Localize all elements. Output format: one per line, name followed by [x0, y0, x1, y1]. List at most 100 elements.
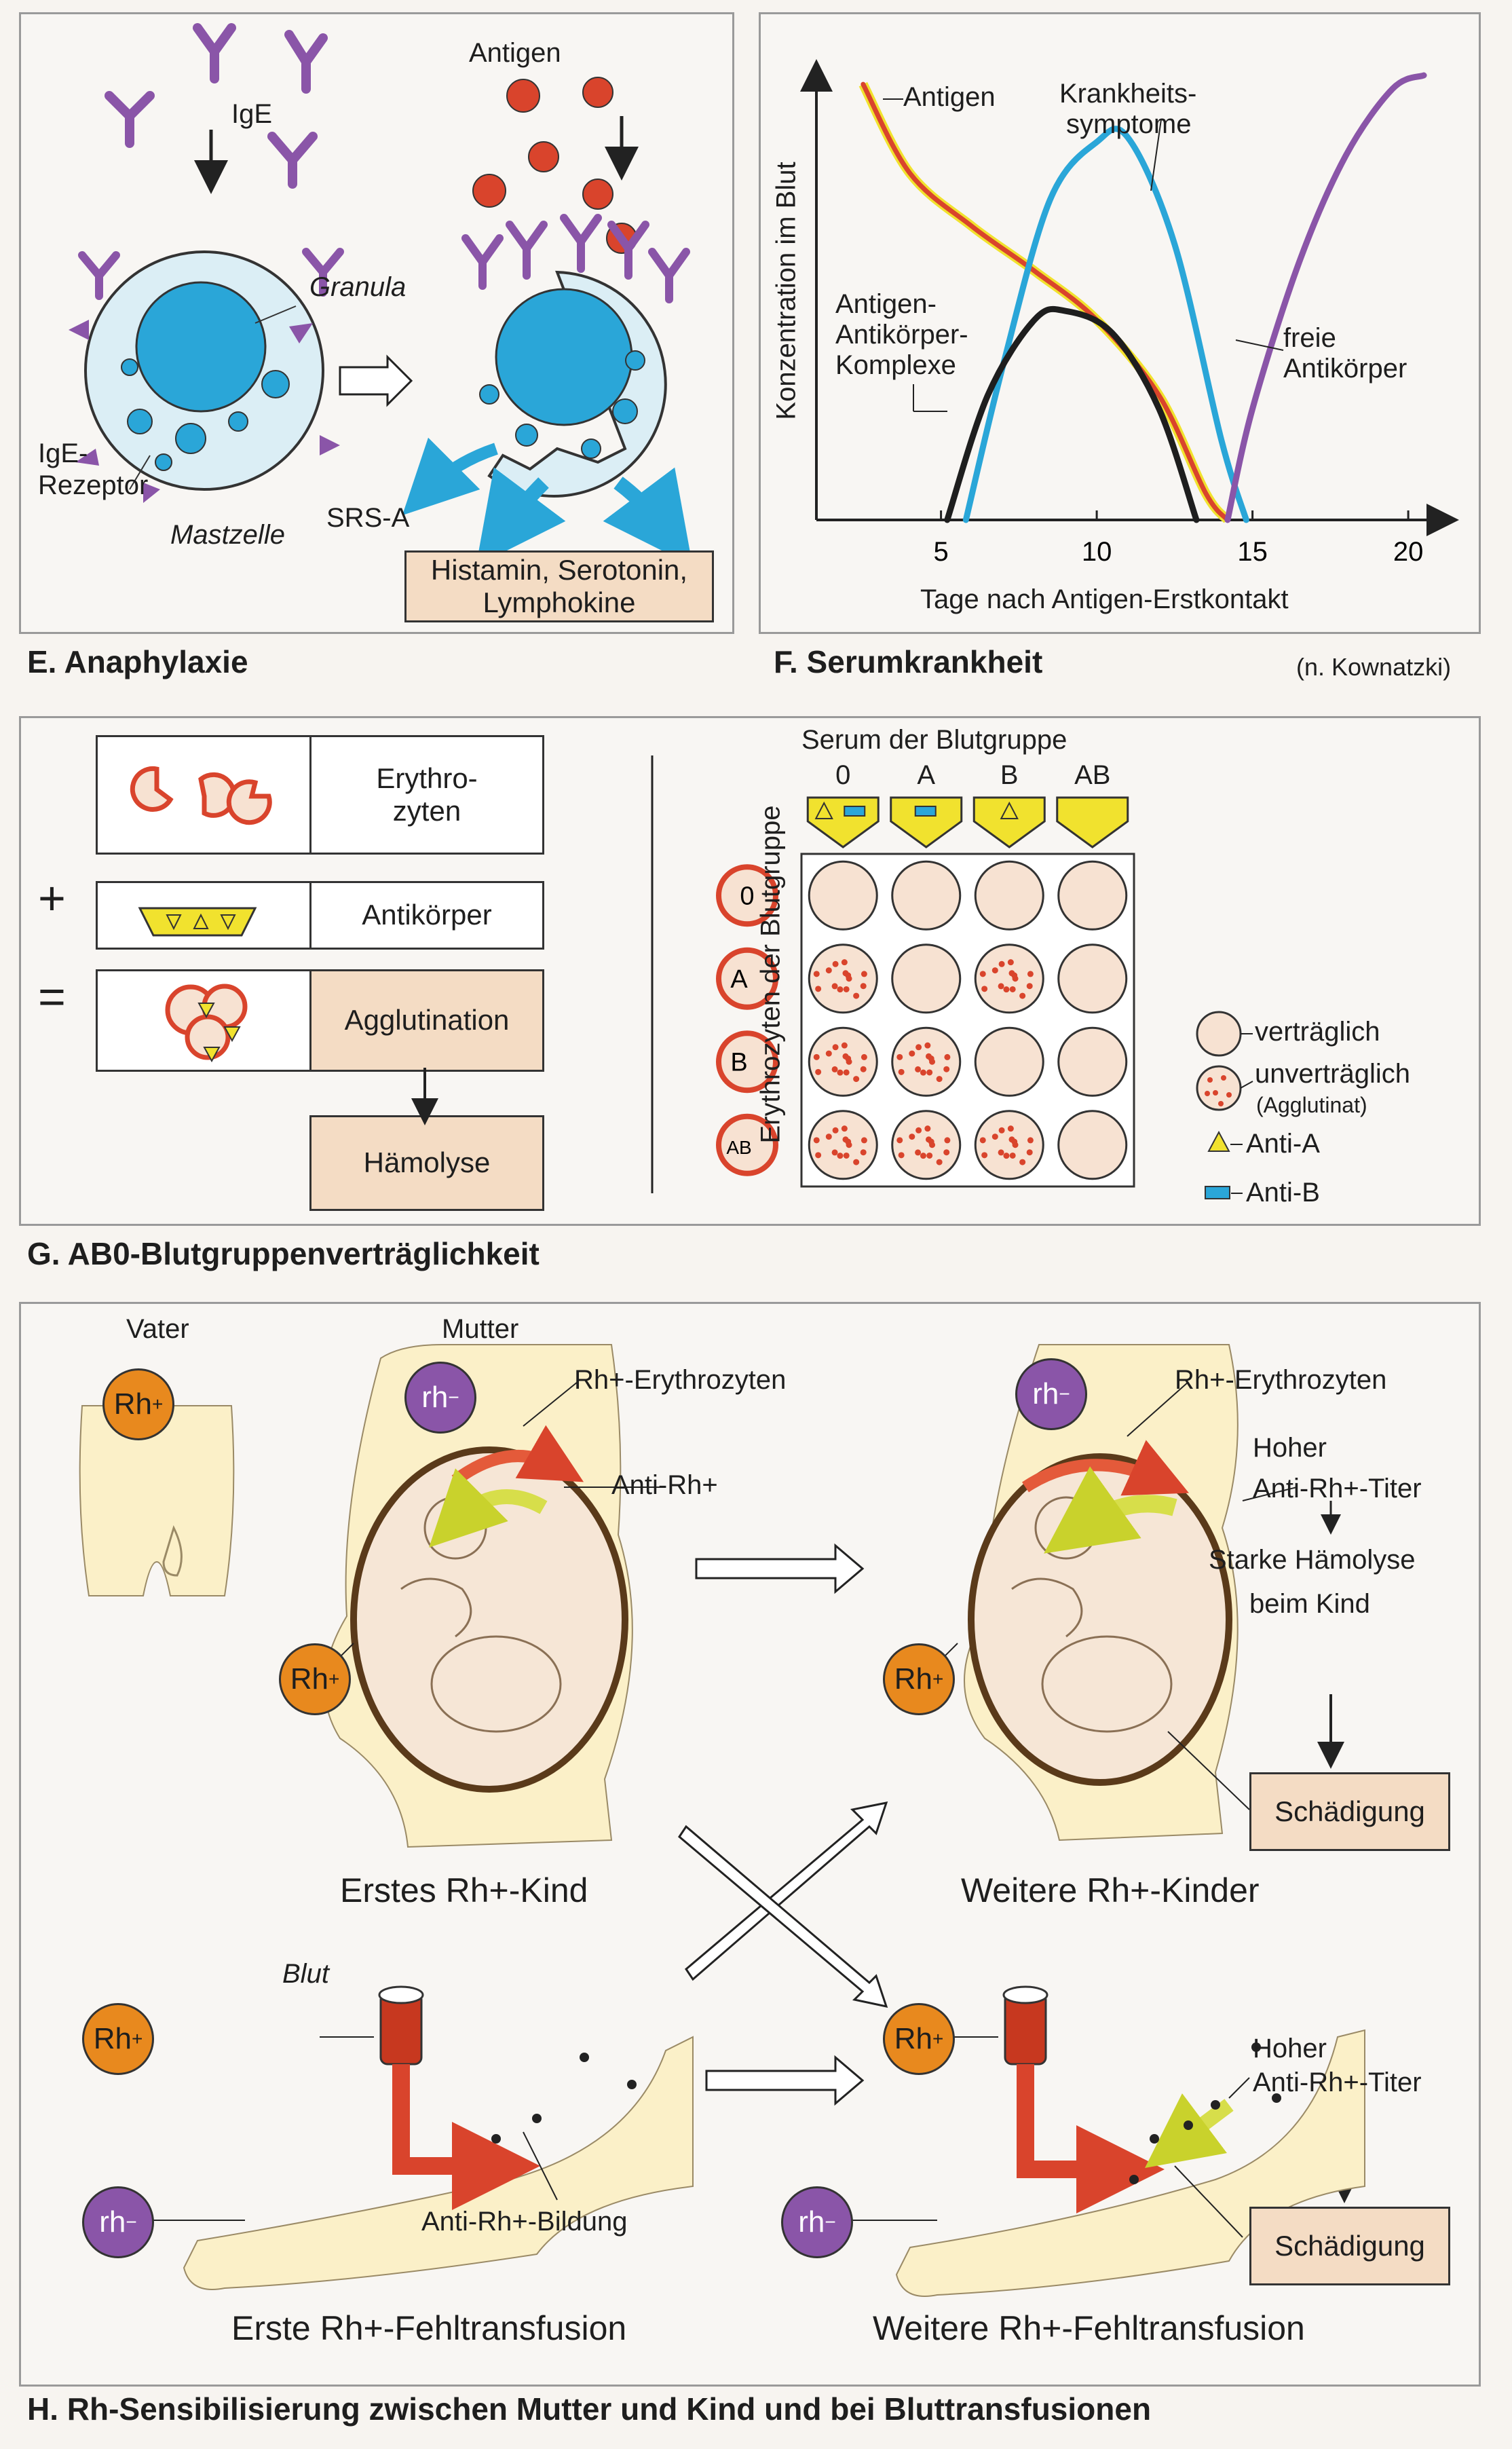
agglutinate-dot — [926, 1152, 933, 1159]
label-komplexe-3: Komplexe — [835, 350, 956, 380]
plus-sign: + — [38, 872, 66, 924]
agglutinate-dot — [1003, 986, 1010, 993]
rh-badge-donor-2: Rh+ — [883, 2003, 955, 2075]
well-agglutinated — [974, 943, 1044, 1014]
series-line-freie-antik-rper — [1224, 72, 1427, 523]
serum-title: Serum der Blutgruppe — [801, 725, 1067, 755]
well-agglutinated — [891, 1110, 962, 1180]
rh-badge-child-1: Rh+ — [279, 1643, 351, 1715]
agglutinate-dot — [1009, 986, 1016, 992]
agglutinate-dot — [896, 1137, 903, 1144]
anti-a-marker — [814, 801, 833, 819]
agglutinate-dot — [813, 1053, 820, 1060]
mutter-label: Mutter — [442, 1314, 519, 1344]
agglutinate-dot — [825, 1134, 832, 1140]
agglutinate-dot — [842, 970, 849, 977]
rh-text: rh — [421, 1381, 449, 1414]
agglutinate-dot — [815, 1068, 822, 1075]
rh-text: Rh — [290, 1662, 328, 1696]
rh-badge-child-2: Rh+ — [883, 1643, 955, 1715]
legend-unvertraeglich: unverträglich — [1255, 1059, 1411, 1089]
rh-text: Rh — [93, 2022, 132, 2055]
agglutinate-dot — [998, 983, 1004, 990]
agglutinate-dot — [981, 1152, 988, 1159]
agglutinate-dot — [841, 1042, 848, 1049]
rh-text: Rh — [894, 2022, 932, 2055]
erste-transfusion-label: Erste Rh+-Fehltransfusion — [231, 2309, 627, 2347]
bildung-label: Anti-Rh+-Bildung — [421, 2207, 628, 2237]
agglutinate-dot — [860, 1149, 867, 1156]
agglutinate-dot — [813, 971, 820, 977]
rh-badge-recipient-1: rh− — [82, 2186, 154, 2258]
agglutinate-dot — [1027, 971, 1034, 977]
agglutinate-dot — [979, 971, 986, 977]
agglutinate-dot — [979, 1137, 986, 1144]
rh-text: rh — [798, 2205, 825, 2239]
agglutinate-dot — [925, 1053, 932, 1060]
agglutinate-dot — [815, 1152, 822, 1159]
agglutinate-dot — [898, 1152, 905, 1159]
rh-badge-mother-1: rh− — [404, 1362, 476, 1434]
hoher-label-2: Hoher — [1253, 2034, 1327, 2063]
legend-vertraeglich: verträglich — [1255, 1017, 1380, 1047]
well-compatible — [1057, 943, 1128, 1014]
anti-b-marker — [844, 806, 866, 817]
label-komplexe-2: Antikörper- — [835, 320, 968, 350]
label-symptome-1: Krankheits- — [1059, 79, 1197, 109]
label-komplexe-1: Antigen- — [835, 289, 937, 319]
agglutinate-dot — [915, 1044, 922, 1051]
father-body — [79, 1405, 235, 1596]
rh-illustration — [79, 1344, 1365, 2297]
label-frei-2: Antikörper — [1283, 354, 1407, 384]
anti-b-marker — [914, 806, 937, 817]
agglutinate-dot — [842, 1136, 849, 1143]
arm-1 — [183, 2036, 694, 2290]
rezeptor-label-2: Rezeptor — [38, 470, 149, 500]
agglutinate-dot — [915, 1066, 922, 1072]
panel-ab0: Erythro- zyten + Antikörper = Agglutinat… — [19, 716, 1481, 1226]
rh-sup: + — [328, 1668, 340, 1689]
serum-head-a — [890, 796, 963, 848]
agglutinate-dot — [998, 960, 1005, 967]
rh-sup: − — [1059, 1383, 1070, 1404]
well-compatible — [1057, 1026, 1128, 1097]
serum-head-0 — [806, 796, 880, 848]
agglutinate-dot — [1026, 1149, 1033, 1156]
well-agglutinated — [808, 1026, 878, 1097]
agglutinate-dot — [1008, 970, 1015, 977]
agglutinate-dot — [936, 1076, 943, 1083]
agglutinate-dot — [1009, 1152, 1016, 1159]
agglutinate-dot — [837, 1069, 844, 1076]
agglutinate-dot — [991, 1134, 998, 1140]
uterus-2 — [968, 1453, 1232, 1786]
agglutinate-dot — [841, 959, 848, 966]
legend-anti-b-swatch — [1205, 1186, 1230, 1199]
box-erythrozyten: Erythro- zyten — [309, 735, 544, 855]
agglutinate-dot — [860, 983, 867, 990]
series-line-antigen — [861, 81, 1230, 523]
rh-badge-donor-1: Rh+ — [82, 2003, 154, 2075]
label-symptome-2: symptome — [1066, 109, 1192, 139]
well-agglutinated — [974, 1110, 1044, 1180]
rh-sup: − — [825, 2211, 836, 2232]
agglutinate-dot — [841, 1125, 848, 1132]
beim-label: beim Kind — [1249, 1589, 1370, 1619]
rh-ery-label-1: Rh+-Erythrozyten — [574, 1365, 787, 1395]
agglutinate-dot — [991, 967, 998, 974]
rh-sup: + — [151, 1394, 164, 1415]
agglutinate-dot — [837, 986, 844, 993]
well-agglutinated — [808, 1110, 878, 1180]
well-compatible — [974, 1026, 1044, 1097]
starke-label: Starke Hämolyse — [1209, 1545, 1416, 1575]
well-compatible — [974, 860, 1044, 931]
agglutinate-dot — [861, 1053, 867, 1060]
agglutinate-dot — [924, 1125, 931, 1132]
titer-label: Anti-Rh+-Titer — [1253, 1474, 1422, 1503]
histamin-line-1: Histamin, Serotonin, — [430, 553, 688, 586]
agglutinate-dot — [936, 1159, 943, 1165]
row-axis-label: Erythrozyten der Blutgruppe — [755, 805, 786, 1144]
agglutinate-dot — [909, 1050, 915, 1057]
x-tick-label: 5 — [933, 537, 948, 567]
agglutinate-dot — [831, 983, 838, 990]
rh-text: rh — [99, 2205, 126, 2239]
